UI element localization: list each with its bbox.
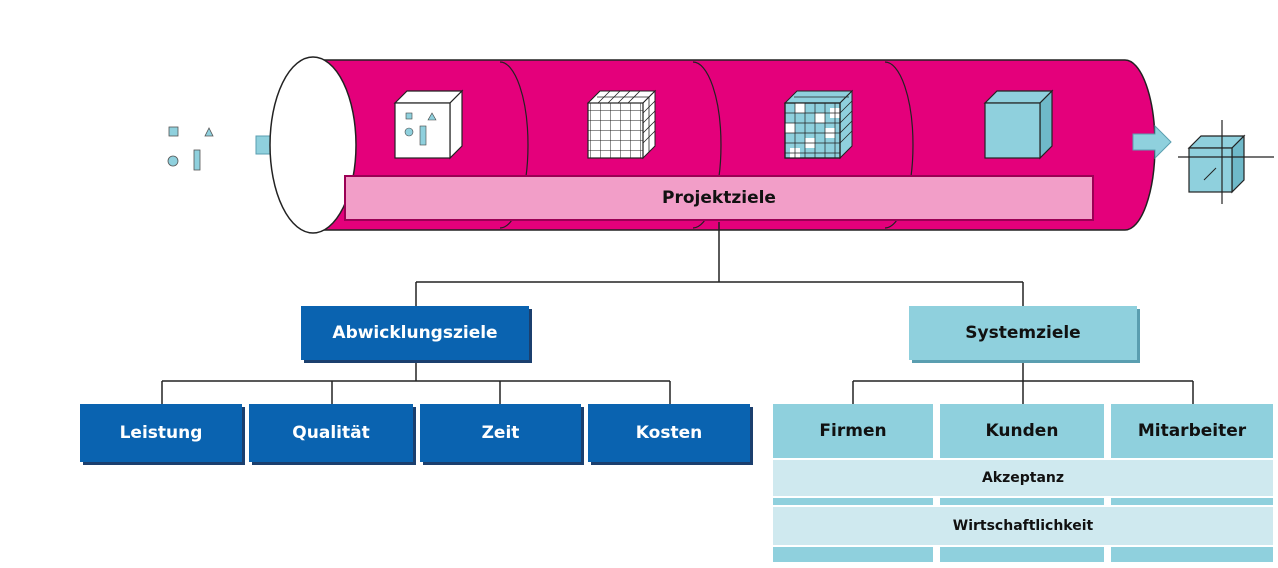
kosten-box: Kosten <box>588 404 750 462</box>
project-goals-label: Projektziele <box>662 188 776 208</box>
tree-connectors <box>161 222 1194 404</box>
raw-cube-icon <box>393 89 464 160</box>
output-cube-icon <box>1178 120 1274 204</box>
qualitaet-box: Qualität <box>249 404 413 462</box>
partial-cube-icon <box>783 89 854 160</box>
firmen-box: Firmen <box>773 404 933 458</box>
akzeptanz-row: Akzeptanz <box>773 458 1273 498</box>
abwicklungsziele-box: Abwicklungsziele <box>301 306 529 360</box>
output-arrow-icon <box>1132 124 1172 160</box>
leistung-box: Leistung <box>80 404 242 462</box>
grid-cube-icon <box>586 89 657 160</box>
kunden-box: Kunden <box>940 404 1104 458</box>
mitarbeiter-box: Mitarbeiter <box>1111 404 1273 458</box>
project-pipe <box>269 56 1156 234</box>
zeit-box: Zeit <box>420 404 581 462</box>
solid-cube-icon <box>983 89 1054 160</box>
systemziele-box: Systemziele <box>909 306 1137 360</box>
wirtschaftlichkeit-row: Wirtschaftlichkeit <box>773 505 1273 547</box>
input-shapes-icon <box>167 126 214 171</box>
